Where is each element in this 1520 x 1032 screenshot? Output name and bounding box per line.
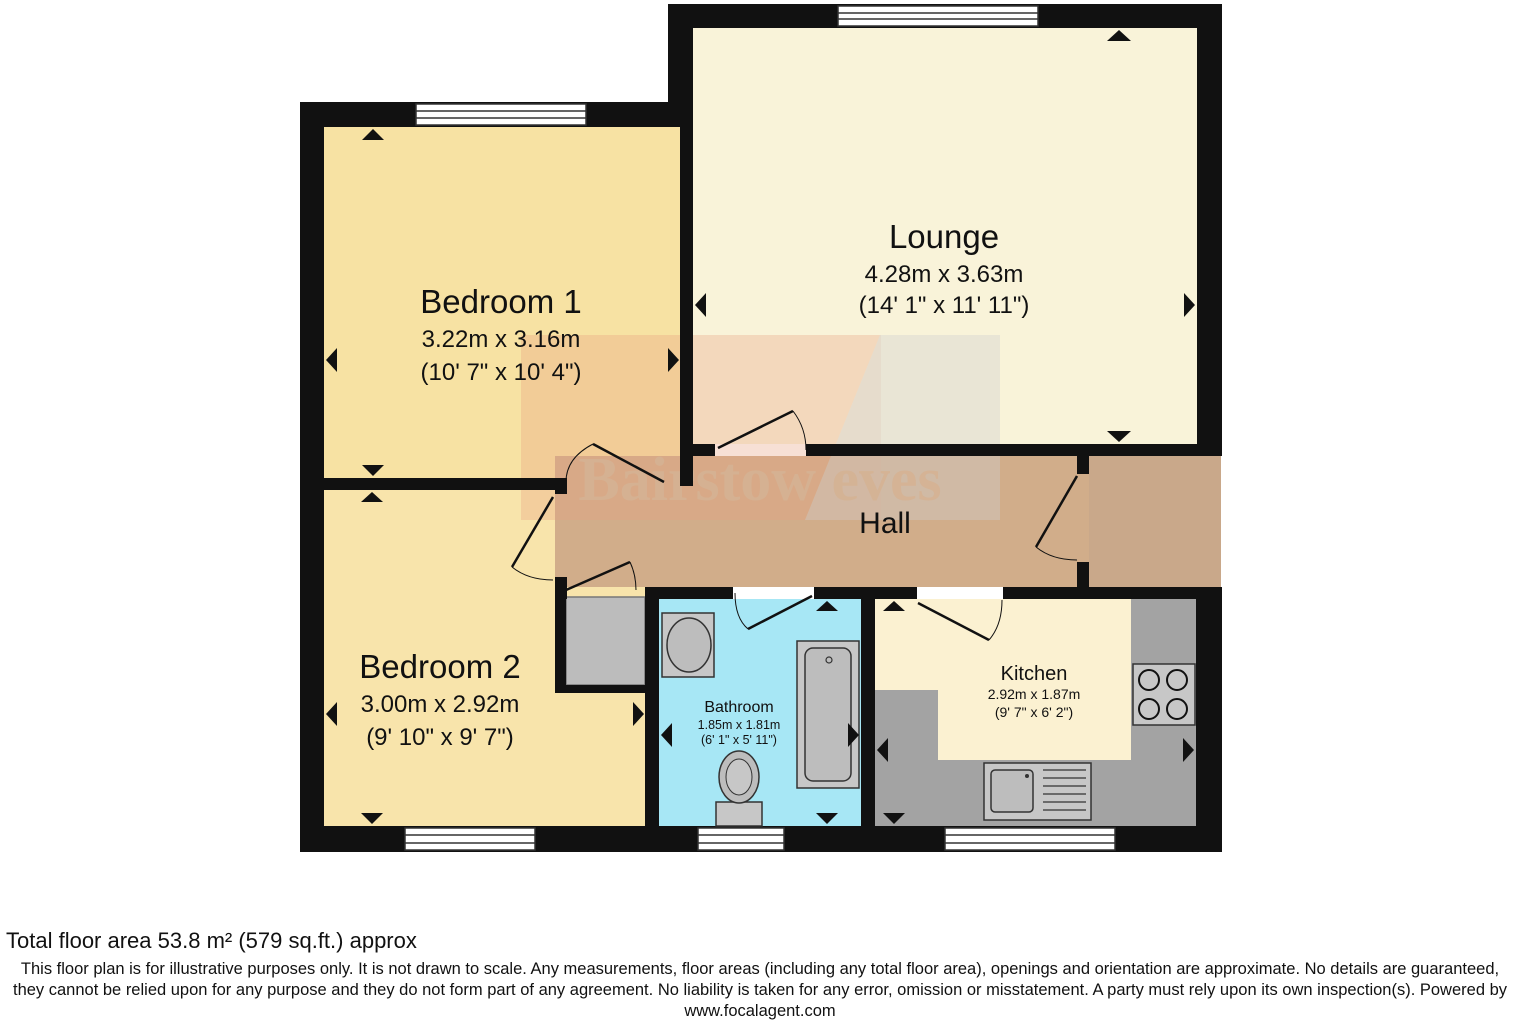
fixtures [661,612,1196,827]
arrow-bed2-top [361,492,383,502]
kitchen-imperial: (9' 7" x 6' 2") [995,704,1073,720]
wall-hall-divider-bottom [1077,562,1089,587]
bathroom-imperial: (6' 1" x 5' 11") [701,733,777,747]
door-kitchen [917,599,1003,642]
arrow-bed1-top [362,129,384,140]
wall-cupboard-left [555,587,566,693]
wall-lounge-bottom-b [806,444,1197,456]
bedroom2-name: Bedroom 2 [359,648,520,685]
arrow-bath-right [848,723,859,747]
kitchen-worktop [875,599,1196,826]
bathtub [796,640,860,789]
hob [1132,663,1196,726]
watermark-band-left [521,335,881,520]
wall-kitchen-right [1196,587,1222,852]
total-floor-area: Total floor area 53.8 m² (579 sq.ft.) ap… [6,928,417,953]
door-bedroom1 [565,442,665,484]
window-bedroom2 [404,827,536,851]
arrow-bath-top [816,601,838,611]
windows [404,5,1116,851]
bedroom2-metric: 3.00m x 2.92m [361,691,520,718]
window-bedroom1 [415,103,587,126]
arrow-bed2-left [326,702,337,726]
wall-bath-kitchen [861,599,875,852]
arrow-bath-left [661,723,672,747]
watermark: Bairstow eves [521,335,1000,520]
wall-hall-bottom-a [645,587,733,599]
door-bedroom2 [510,496,555,581]
arrow-bed1-left [326,348,337,372]
bedroom1-name: Bedroom 1 [420,283,581,320]
arrow-bed2-bottom [361,813,383,824]
measurement-arrows [326,30,1195,824]
arrow-kitchen-top [883,601,905,611]
bedroom1-floor [324,127,680,478]
window-bathroom [697,827,785,851]
arrow-kitchen-left [877,738,888,762]
window-kitchen [944,827,1116,851]
door-lounge [717,409,807,451]
window-lounge [837,5,1039,27]
kitchen-name: Kitchen [1001,663,1068,685]
bedroom2-imperial: (9' 10" x 9' 7") [366,724,514,751]
wall-lounge-bottom-a [693,444,715,456]
wall-cupboard-bottom [555,685,655,693]
cupboard-floor [565,596,646,686]
wall-hall-bottom-b [814,587,917,599]
arrow-kitchen-bottom [883,813,905,824]
hall-entrance-floor [1089,456,1221,587]
arrow-bath-bottom [816,813,838,824]
wall-bedroom1-bottom [324,478,556,490]
door-entrance [1034,475,1079,561]
room-labels: Lounge 4.28m x 3.63m (14' 1" x 11' 11") … [359,218,1080,751]
wall-lounge-right [1197,4,1222,456]
arrow-bed2-right [633,702,644,726]
wall-bedroom-hall-post [555,478,567,494]
arrow-lounge-top [1107,30,1131,41]
door-cupboard [565,560,637,592]
wall-bedroom1-lounge [680,127,693,486]
arrow-lounge-right [1184,293,1195,317]
wall-hall-divider-top [1077,456,1089,474]
lounge-metric: 4.28m x 3.63m [865,261,1024,288]
watermark-text: Bairstow eves [578,446,941,514]
floor-plan: Bairstow eves [300,4,1222,852]
bathroom-name: Bathroom [704,699,773,716]
bedroom1-imperial: (10' 7" x 10' 4") [421,359,582,386]
arrow-bed1-bottom [362,465,384,476]
bathroom-metric: 1.85m x 1.81m [698,718,781,732]
arrow-bed1-right [668,348,679,372]
bedroom1-metric: 3.22m x 3.16m [422,326,581,353]
lounge-name: Lounge [889,218,999,255]
kitchen-metric: 2.92m x 1.87m [988,686,1081,702]
wall-outer-left [300,102,324,852]
door-bathroom [734,592,813,631]
doors [510,409,1079,642]
wall-hall-bottom-c [1003,587,1221,599]
arrow-lounge-bottom [1107,431,1131,442]
basin [661,612,715,678]
kitchen-sink [983,762,1092,821]
watermark-band-right [805,335,1000,520]
hall-name: Hall [859,507,911,540]
arrow-kitchen-right [1183,738,1194,762]
wall-cupboard-right [645,587,659,826]
lounge-imperial: (14' 1" x 11' 11") [859,292,1030,319]
arrow-lounge-left [695,293,706,317]
disclaimer: This floor plan is for illustrative purp… [12,960,1507,1020]
toilet [715,750,763,827]
lounge-floor [693,28,1197,444]
